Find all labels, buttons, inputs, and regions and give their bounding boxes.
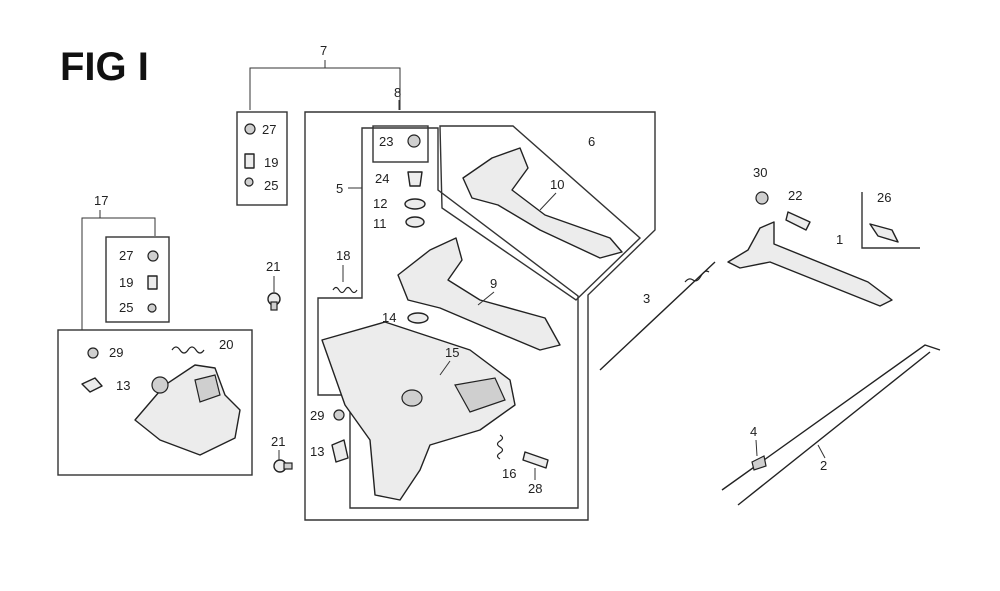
bolt-22 xyxy=(785,211,811,231)
clip-13 xyxy=(331,439,349,463)
callout-8: 8 xyxy=(394,85,401,100)
assembly-box-8 xyxy=(304,111,656,521)
callout-25b: 25 xyxy=(119,300,133,315)
callout-3: 3 xyxy=(643,291,650,306)
callout-14: 14 xyxy=(382,310,396,325)
callout-4: 4 xyxy=(750,424,757,439)
rod-3 xyxy=(599,261,716,371)
callout-10: 10 xyxy=(550,177,564,192)
bolt-28 xyxy=(522,451,549,469)
callout-29b: 29 xyxy=(310,408,324,423)
callout-1: 1 xyxy=(836,232,843,247)
callout-27b: 27 xyxy=(119,248,133,263)
callout-22: 22 xyxy=(788,188,802,203)
nut-23 xyxy=(407,134,421,148)
lever-9 xyxy=(397,237,561,351)
assembly-box-6 xyxy=(439,125,642,301)
group-17-bracket xyxy=(81,210,156,330)
callout-13a: 13 xyxy=(116,378,130,393)
callout-20: 20 xyxy=(219,337,233,352)
base-plate-15-bracket xyxy=(454,377,506,413)
callout-9: 9 xyxy=(490,276,497,291)
callout-19a: 19 xyxy=(264,155,278,170)
callout-11: 11 xyxy=(373,216,387,231)
spring-16 xyxy=(496,434,504,460)
callout-6: 6 xyxy=(588,134,595,149)
washer-12 xyxy=(404,198,426,210)
callout-18: 18 xyxy=(336,248,350,263)
callout-21a: 21 xyxy=(266,259,280,274)
bolt-21-lower xyxy=(273,459,293,473)
group-7-bracket xyxy=(249,60,401,110)
callout-5: 5 xyxy=(336,181,343,196)
callout-2: 2 xyxy=(820,458,827,473)
kit-box-26 xyxy=(861,192,920,249)
callout-29a: 29 xyxy=(109,345,123,360)
bolt-21-upper xyxy=(267,292,281,311)
callout-15: 15 xyxy=(445,345,459,360)
part-24 xyxy=(407,171,423,187)
callout-16: 16 xyxy=(502,466,516,481)
callout-26: 26 xyxy=(877,190,891,205)
base-plate-15 xyxy=(321,321,516,501)
callout-25a: 25 xyxy=(264,178,278,193)
callout-24: 24 xyxy=(375,171,389,186)
kit-box-7 xyxy=(236,111,288,206)
cable-2 xyxy=(721,344,941,491)
lever-10 xyxy=(462,147,623,259)
callout-13b: 13 xyxy=(310,444,324,459)
control-base-left xyxy=(134,346,241,456)
washer-14 xyxy=(407,312,429,324)
kit-7-parts xyxy=(244,123,256,187)
base-plate-15-boss xyxy=(401,389,423,407)
callout-12: 12 xyxy=(373,196,387,211)
bolt-26 xyxy=(869,223,899,243)
callout-27a: 27 xyxy=(262,122,276,137)
callout-19b: 19 xyxy=(119,275,133,290)
left-small-parts xyxy=(81,347,103,393)
rod-3-spring xyxy=(684,270,710,283)
screw-29 xyxy=(333,409,345,421)
figure-title: FIG I xyxy=(60,45,149,89)
kit-17-parts xyxy=(147,250,159,313)
clip-4 xyxy=(751,455,767,471)
lever-1 xyxy=(727,221,893,307)
callout-17: 17 xyxy=(94,193,108,208)
callout-21b: 21 xyxy=(271,434,285,449)
callout-28: 28 xyxy=(528,481,542,496)
callout-30: 30 xyxy=(753,165,767,180)
callout-23: 23 xyxy=(379,134,393,149)
callout-7: 7 xyxy=(320,43,327,58)
nut-30 xyxy=(755,191,769,205)
kit-box-17 xyxy=(105,236,170,323)
assembly-box-17 xyxy=(57,329,253,476)
spring-18 xyxy=(332,286,358,294)
cable-2-inner xyxy=(737,351,931,506)
washer-11 xyxy=(405,216,425,228)
kit-box-23 xyxy=(372,125,429,163)
assembly-box-5 xyxy=(317,127,579,509)
